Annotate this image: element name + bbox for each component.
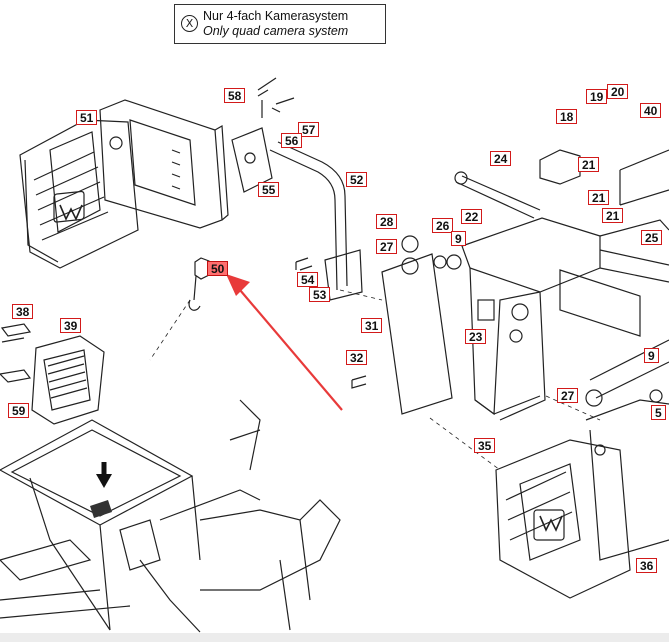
callout-label[interactable]: 21 [602,208,624,223]
callout-label[interactable]: 9 [451,231,466,246]
monitor-cover-drawing-2 [495,399,669,599]
callout-label[interactable]: 26 [432,218,454,233]
callout-label[interactable]: 23 [465,329,487,344]
camera-module-drawing [0,323,105,425]
bracket-drawing [231,77,295,193]
callout-label[interactable]: 24 [490,151,512,166]
callout-label[interactable]: 51 [76,110,98,125]
connector-drawing [188,257,210,311]
callout-label[interactable]: 21 [578,157,600,172]
bottom-scroll-strip [0,633,669,642]
paver-machine-drawing [0,399,341,633]
callout-label[interactable]: 20 [607,84,629,99]
callout-label[interactable]: 27 [376,239,398,254]
callout-label[interactable]: 18 [556,109,578,124]
callout-label[interactable]: 32 [346,350,368,365]
leader-lines [149,289,601,471]
pointer-arrowhead [226,274,250,296]
callout-label[interactable]: 38 [12,304,34,319]
legend-box: X Nur 4-fach Kamerasystem Only quad came… [174,4,386,44]
callout-label[interactable]: 55 [258,182,280,197]
callout-label[interactable]: 54 [297,272,319,287]
callout-label[interactable]: 22 [461,209,483,224]
legend-text-german: Nur 4-fach Kamerasystem [203,9,349,23]
pointer-arrow [239,289,343,411]
callout-label[interactable]: 21 [588,190,610,205]
camera-location-marker [90,500,112,518]
shaft-drawing [455,175,541,219]
callout-label[interactable]: 36 [636,558,658,573]
shaft-end-drawing [454,171,468,185]
callout-label[interactable]: 52 [346,172,368,187]
callout-label[interactable]: 25 [641,230,663,245]
cylinder-drawing [589,339,669,399]
callout-label[interactable]: 58 [224,88,246,103]
callout-label[interactable]: 39 [60,318,82,333]
bolt-drawing [295,257,313,271]
callout-label[interactable]: 9 [644,348,659,363]
callout-label[interactable]: 31 [361,318,383,333]
callout-label[interactable]: 40 [640,103,662,118]
plate-drawing [381,253,453,415]
monitor-drawing [99,99,229,229]
callout-label[interactable]: 56 [281,133,303,148]
crossed-circle-icon: X [181,15,198,32]
callout-label[interactable]: 53 [309,287,331,302]
callout-label-highlighted[interactable]: 50 [207,261,229,276]
legend-text-english: Only quad camera system [203,24,349,38]
callout-label[interactable]: 27 [557,388,579,403]
callout-label[interactable]: 59 [8,403,30,418]
callout-label[interactable]: 57 [298,122,320,137]
screw-drawing [351,375,367,389]
callout-label[interactable]: 5 [651,405,666,420]
callout-label[interactable]: 35 [474,438,496,453]
callout-label[interactable]: 28 [376,214,398,229]
monitor-cover-drawing [19,119,139,269]
callout-label[interactable]: 19 [586,89,608,104]
support-frame-drawing [461,149,669,421]
mounting-pole-drawing [269,141,363,301]
